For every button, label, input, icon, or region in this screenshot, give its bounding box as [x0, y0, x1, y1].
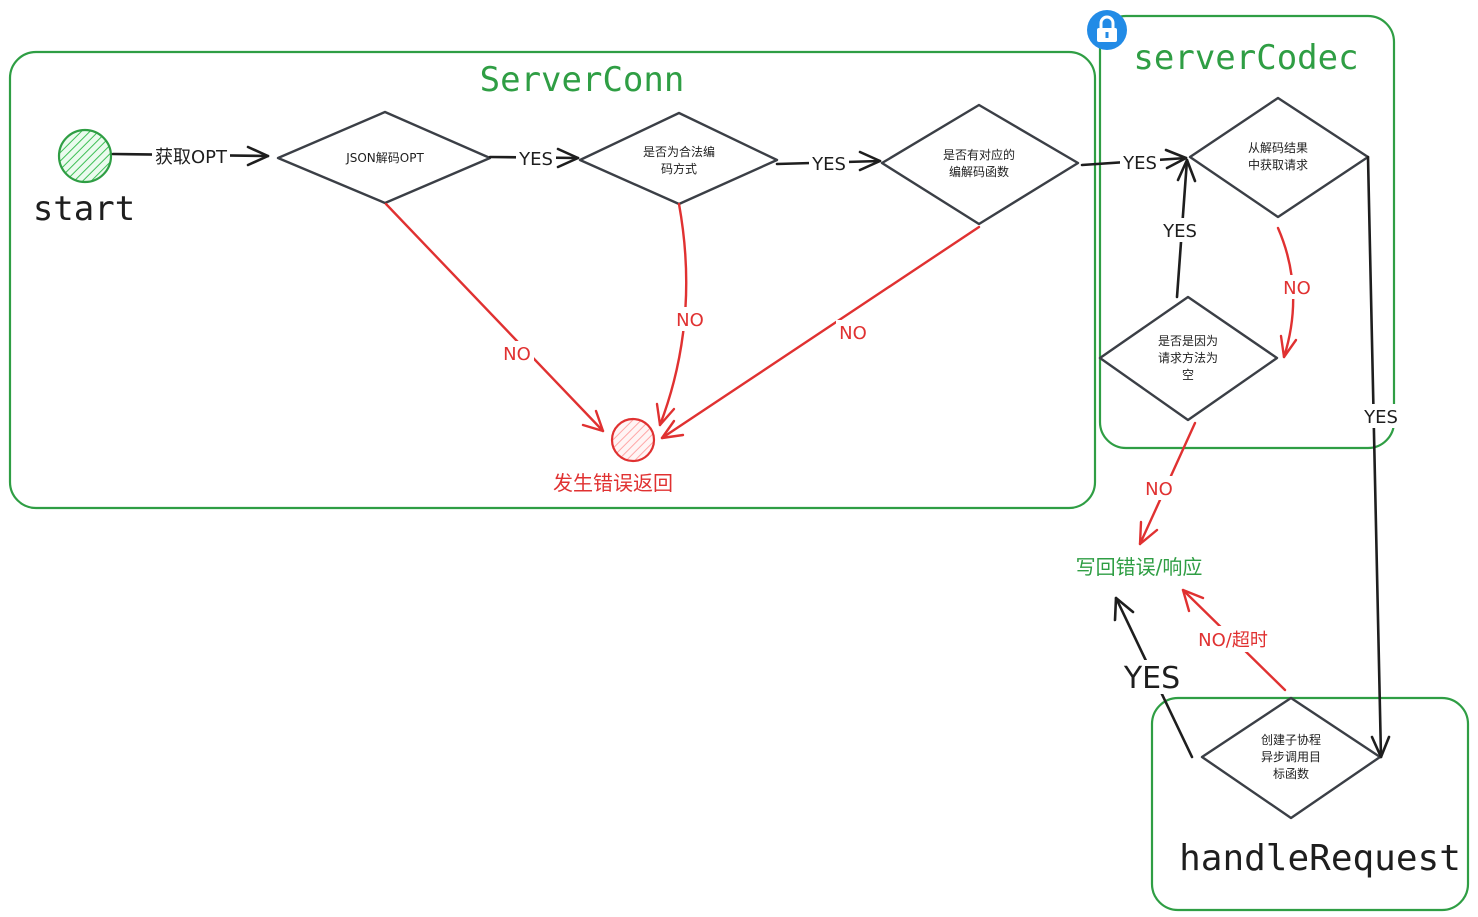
- edge-label-yes-big: YES: [1123, 661, 1180, 696]
- edge-label-no-2: NO: [676, 310, 704, 331]
- empty-method-label-2: 请求方法为: [1158, 350, 1218, 365]
- empty-method-label-1: 是否是因为: [1158, 334, 1218, 348]
- goroutine-label-3: 标函数: [1273, 766, 1309, 781]
- edge-label-get-opt: 获取OPT: [155, 147, 228, 168]
- edge-label-yes-3: YES: [1122, 153, 1157, 174]
- server-codec-title: serverCodec: [1133, 38, 1358, 78]
- write-back-label: 写回错误/响应: [1076, 555, 1203, 579]
- has-codec-fn-label-2: 编解码函数: [949, 164, 1009, 179]
- server-codec-frame: [1098, 14, 1396, 450]
- goroutine-label-1: 创建子协程: [1261, 732, 1321, 747]
- valid-codec-label-1: 是否为合法编: [643, 144, 715, 159]
- has-codec-fn-diamond: [880, 103, 1080, 226]
- start-label: start: [33, 189, 135, 229]
- get-request-diamond: [1188, 96, 1370, 219]
- edge-label-yes-up: YES: [1162, 221, 1197, 242]
- get-request-label-1: 从解码结果: [1248, 141, 1308, 155]
- error-return-label: 发生错误返回: [553, 471, 673, 495]
- arrow-hasfn-error: [660, 225, 981, 440]
- has-codec-fn-label-1: 是否有对应的: [943, 147, 1015, 162]
- handle-request-frame: [1150, 696, 1470, 912]
- json-decode-label: JSON解码OPT: [345, 151, 424, 165]
- handle-request-title: handleRequest: [1179, 838, 1461, 879]
- edge-label-yes-2: YES: [811, 154, 846, 175]
- edge-label-no-3: NO: [839, 323, 867, 344]
- edge-label-no-timeout: NO/超时: [1198, 630, 1268, 651]
- arrow-json-error: [384, 202, 605, 433]
- server-conn-title: ServerConn: [480, 60, 685, 100]
- edge-label-yes-right: YES: [1363, 407, 1398, 428]
- edge-label-no-4: NO: [1283, 278, 1311, 299]
- empty-method-diamond: [1098, 295, 1279, 422]
- server-conn-frame: [8, 50, 1097, 510]
- goroutine-diamond: [1200, 696, 1382, 820]
- edge-label-no-1: NO: [503, 344, 531, 365]
- start-node: [57, 128, 113, 184]
- edge-label-no-5: NO: [1145, 479, 1173, 500]
- edge-label-yes-1: YES: [518, 149, 553, 170]
- empty-method-label-3: 空: [1182, 368, 1194, 382]
- get-request-label-2: 中获取请求: [1248, 157, 1308, 172]
- json-decode-diamond: [276, 110, 492, 205]
- error-node: [610, 417, 656, 463]
- goroutine-label-2: 异步调用目: [1261, 750, 1321, 764]
- arrow-getreq-handle: [1366, 155, 1383, 759]
- valid-codec-label-2: 码方式: [661, 161, 697, 176]
- lock-icon[interactable]: [1087, 10, 1127, 50]
